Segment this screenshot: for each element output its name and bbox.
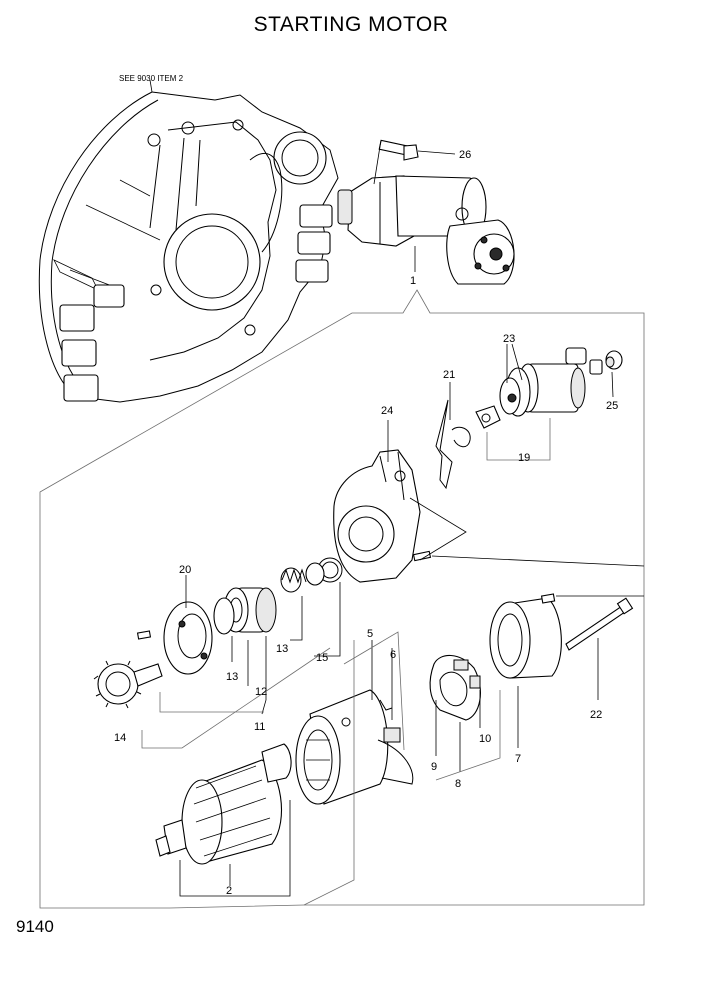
solenoid-group bbox=[435, 343, 623, 490]
callout-9: 9 bbox=[431, 761, 437, 773]
callout-8: 8 bbox=[455, 778, 461, 790]
callout-11: 11 bbox=[254, 721, 265, 733]
drive-end-frame-24 bbox=[333, 420, 645, 583]
callout-14: 14 bbox=[114, 732, 126, 744]
yoke-group bbox=[295, 631, 414, 805]
bolt-26 bbox=[373, 139, 456, 185]
clutch-group bbox=[93, 557, 343, 749]
callout-13-right: 13 bbox=[276, 643, 288, 655]
callout-25: 25 bbox=[606, 400, 618, 412]
armature-2 bbox=[155, 640, 355, 906]
callout-26: 26 bbox=[459, 149, 471, 161]
rear-cover-7 bbox=[489, 597, 562, 748]
flywheel-housing bbox=[38, 79, 339, 403]
callout-13-left: 13 bbox=[226, 671, 238, 683]
callout-10: 10 bbox=[479, 733, 491, 745]
callout-19: 19 bbox=[518, 452, 530, 464]
callout-5: 5 bbox=[367, 628, 373, 640]
callout-2: 2 bbox=[226, 885, 232, 897]
reference-note: SEE 9030 ITEM 2 bbox=[119, 74, 184, 83]
page-title: STARTING MOTOR bbox=[253, 13, 449, 36]
assembly-bracket bbox=[39, 289, 645, 909]
brush-holder-group bbox=[429, 654, 501, 781]
callout-24: 24 bbox=[381, 405, 393, 417]
callout-1: 1 bbox=[410, 275, 416, 287]
callout-20: 20 bbox=[179, 564, 191, 576]
callout-22: 22 bbox=[590, 709, 602, 721]
starter-assembly bbox=[337, 175, 515, 285]
callout-12: 12 bbox=[255, 686, 267, 698]
page-number: 9140 bbox=[16, 917, 54, 936]
callout-21: 21 bbox=[443, 369, 455, 381]
callout-7: 7 bbox=[515, 753, 521, 765]
callout-15: 15 bbox=[316, 652, 328, 664]
through-bolt-22 bbox=[540, 593, 644, 700]
callout-23: 23 bbox=[503, 333, 515, 345]
callout-6: 6 bbox=[390, 649, 396, 661]
